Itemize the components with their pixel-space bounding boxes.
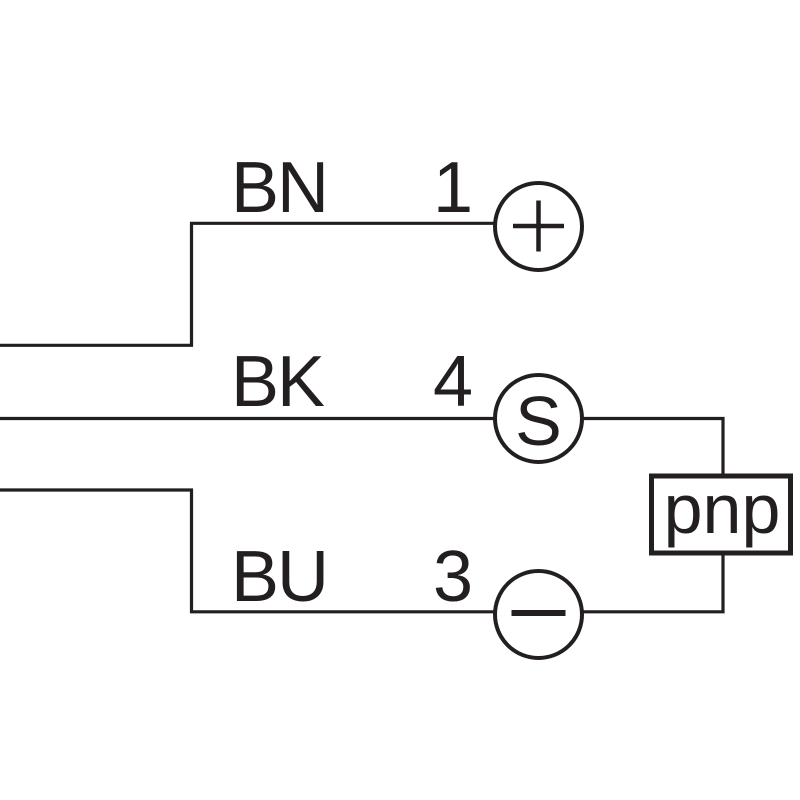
bn-label: BN — [231, 148, 327, 228]
bk-label: BK — [231, 342, 325, 422]
output-type-box: pnp — [649, 470, 793, 556]
plus-terminal — [493, 181, 584, 272]
bu-wire-to-box — [582, 553, 725, 614]
pin-4-label: 4 — [433, 342, 473, 422]
pnp-label: pnp — [664, 470, 781, 548]
plus-icon — [513, 200, 564, 252]
bu-label: BU — [231, 537, 327, 617]
bk-wire-to-box — [582, 416, 725, 476]
s-terminal-label: S — [515, 382, 562, 460]
pin-1-label: 1 — [433, 148, 473, 228]
s-terminal-circle — [493, 373, 584, 464]
s-terminal: S — [493, 373, 584, 464]
pin-3-label: 3 — [433, 537, 473, 617]
bn-wire — [0, 221, 495, 347]
bu-wire — [0, 488, 495, 614]
minus-terminal — [493, 569, 584, 660]
pnp-box — [649, 473, 793, 556]
